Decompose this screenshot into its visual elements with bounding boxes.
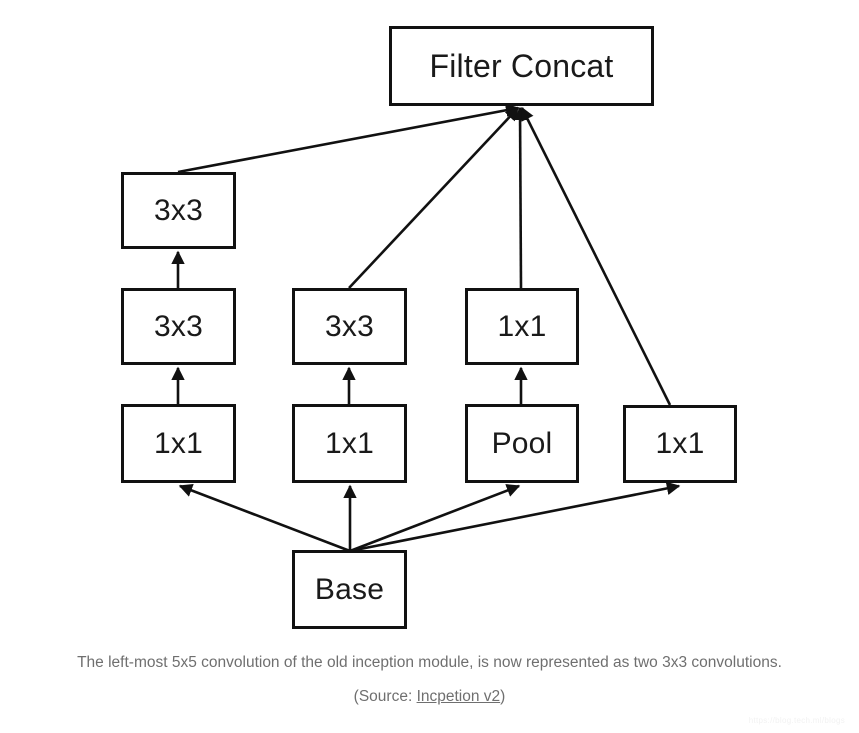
edge-branch4-1x1-to-filter-concat [520, 106, 672, 406]
watermark: https://blog.tech.ml/blogs [748, 716, 845, 725]
node-branch2-3x3[interactable]: 3x3 [292, 288, 407, 365]
node-label: 3x3 [154, 193, 203, 227]
node-label: 3x3 [154, 309, 203, 343]
edge-base-to-branch1-1x1 [178, 484, 351, 553]
node-label: Pool [491, 426, 553, 460]
node-label: Base [314, 572, 385, 606]
node-label: 3x3 [325, 309, 374, 343]
node-branch3-1x1[interactable]: 1x1 [465, 288, 579, 365]
edge-branch1-3x3-b-to-filter-concat [177, 103, 520, 174]
node-filter-concat[interactable]: Filter Concat [389, 26, 654, 106]
caption: The left-most 5x5 convolution of the old… [0, 652, 859, 708]
edge-base-to-branch4-1x1 [349, 481, 681, 553]
node-branch1-1x1[interactable]: 1x1 [121, 404, 236, 483]
node-branch1-3x3-second[interactable]: 3x3 [121, 172, 236, 249]
node-branch1-3x3-first[interactable]: 3x3 [121, 288, 236, 365]
node-base[interactable]: Base [292, 550, 407, 629]
node-branch3-pool[interactable]: Pool [465, 404, 579, 483]
edge-base-to-branch3-pool [349, 484, 521, 553]
node-branch2-1x1[interactable]: 1x1 [292, 404, 407, 483]
caption-source-prefix: (Source: [353, 688, 417, 705]
node-label: 1x1 [655, 427, 705, 460]
source-link[interactable]: Incpetion v2 [416, 688, 501, 705]
node-label: 1x1 [154, 426, 203, 460]
edge-branch2-3x3-to-filter-concat [348, 107, 519, 289]
node-branch4-1x1[interactable]: 1x1 [623, 405, 737, 483]
caption-source-suffix: ) [500, 688, 506, 705]
node-label: 1x1 [497, 309, 547, 343]
caption-line-source: (Source: Incpetion v2) [0, 686, 859, 708]
caption-line-primary: The left-most 5x5 convolution of the old… [77, 654, 782, 671]
node-label: 1x1 [325, 426, 374, 460]
node-label: Filter Concat [429, 48, 614, 84]
edge-branch3-1x1-to-filter-concat [513, 106, 527, 289]
